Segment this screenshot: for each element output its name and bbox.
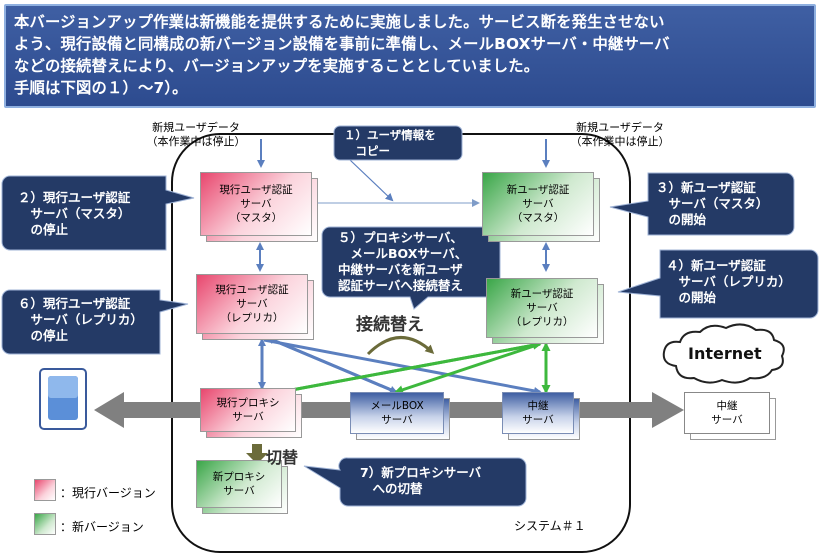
client-terminal — [39, 368, 87, 430]
system-label: システム＃１ — [514, 519, 586, 533]
external-relay-server: 中継 サーバ — [684, 392, 770, 434]
legend-current-swatch — [34, 479, 56, 501]
switch-down-arrow — [246, 444, 268, 464]
new-proxy-server: 新プロキシ サーバ — [196, 460, 282, 508]
header-line-4: 手順は下図の１）～7）。 — [14, 79, 188, 97]
internet-label: Internet — [688, 344, 762, 363]
callout-step-1: １）ユーザ情報を コピー — [344, 128, 436, 158]
legend-current-label: ：現行バージョン — [60, 486, 156, 500]
legend-new-swatch — [34, 513, 56, 535]
relay-server: 中継 サーバ — [502, 392, 574, 434]
switch-label: 切替 — [266, 448, 299, 467]
callout-1-pointer — [349, 159, 394, 202]
callout-step-2: ２）現行ユーザ認証 サーバ（マスタ） の停止 — [18, 190, 131, 237]
current-auth-master-server: 現行ユーザ認証 サーバ （マスタ） — [200, 172, 312, 236]
header-line-3: などの接続替えにより、バージョンアップを実施することとしていました。 — [14, 57, 540, 75]
callout-bubbles — [1, 125, 819, 507]
current-proxy-server: 現行プロキシ サーバ — [200, 388, 296, 432]
callout-step-3: ３）新ユーザ認証 サーバ（マスタ） の開始 — [656, 180, 769, 227]
switch-curved-arrow — [366, 336, 435, 356]
switch-connection-label: 接続替え — [356, 315, 424, 335]
mailbox-server: メールBOX サーバ — [350, 392, 444, 434]
new-replica-connections — [268, 340, 551, 398]
header-banner: 本バージョンアップ作業は新機能を提供するために実施しました。サービス断を発生させ… — [4, 4, 816, 108]
header-line-2: よう、現行設備と同構成の新バージョン設備を事前に準備し、メールBOXサーバ・中継… — [14, 35, 670, 53]
current-replica-connections — [258, 336, 542, 395]
new-auth-master-server: 新ユーザ認証 サーバ （マスタ） — [482, 172, 594, 236]
new-auth-replica-server: 新ユーザ認証 サーバ （レプリカ） — [486, 278, 598, 338]
callout-step-7: 7）新プロキシサーバ への切替 — [360, 465, 482, 496]
current-auth-replica-server: 現行ユーザ認証 サーバ （レプリカ） — [196, 274, 308, 334]
callout-step-5: ５）プロキシサーバ、 メールBOXサーバ、 中継サーバを新ユーザ 認証サーバへ接… — [338, 230, 468, 293]
new-user-data-label-left: 新規ユーザデータ （本作業中は停止） — [146, 121, 246, 148]
header-line-1: 本バージョンアップ作業は新機能を提供するために実施しました。サービス断を発生させ… — [14, 13, 665, 31]
internet-cloud — [662, 323, 785, 384]
new-user-data-label-right: 新規ユーザデータ （本作業中は停止） — [570, 121, 670, 148]
callout-step-6: ６）現行ユーザ認証 サーバ（レプリカ） の停止 — [18, 296, 143, 343]
legend-new-label: ：新バージョン — [60, 520, 144, 534]
callout-step-4: ４）新ユーザ認証 サーバ（レプリカ） の開始 — [666, 258, 791, 305]
